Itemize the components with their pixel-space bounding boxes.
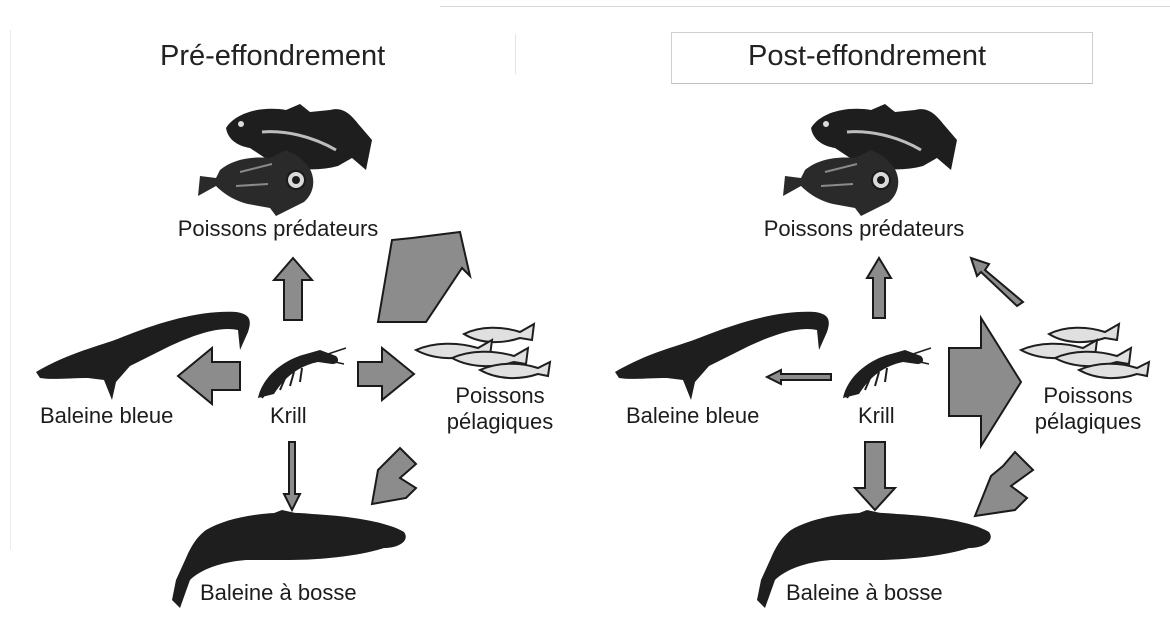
- panel-post-graphics: [585, 0, 1170, 629]
- label-humpback-whale-pre: Baleine à bosse: [200, 580, 357, 606]
- arrow-krill-to-pelagic-pre: [358, 348, 414, 400]
- label-pelagic-fish-pre-line1: Poissons: [455, 383, 544, 408]
- label-pelagic-fish-post: Poissons pélagiques: [1035, 383, 1141, 436]
- arrow-krill-to-bluewhale-pre: [178, 348, 240, 404]
- arrow-pelagic-to-predators-post: [971, 258, 1023, 306]
- arrow-krill-to-humpback-pre: [284, 442, 300, 510]
- label-krill-pre: Krill: [270, 403, 307, 429]
- arrows-pre: [178, 232, 470, 510]
- label-pelagic-fish-pre: Poissons pélagiques: [447, 383, 553, 436]
- arrow-krill-to-humpback-post: [855, 442, 895, 510]
- label-blue-whale-pre: Baleine bleue: [40, 403, 173, 429]
- arrow-pelagic-to-predators-pre: [378, 232, 470, 322]
- label-pelagic-fish-post-line2: pélagiques: [1035, 409, 1141, 434]
- label-pelagic-fish-post-line1: Poissons: [1043, 383, 1132, 408]
- arrow-pelagic-to-humpback-pre: [372, 448, 416, 504]
- rockfish-icon: [783, 150, 898, 216]
- krill-icon: [843, 348, 931, 398]
- label-humpback-whale-post: Baleine à bosse: [786, 580, 943, 606]
- arrows-post: [767, 258, 1033, 516]
- krill-icon: [258, 348, 346, 398]
- arrow-pelagic-to-humpback-post: [975, 452, 1033, 516]
- label-predatory-fish-pre: Poissons prédateurs: [178, 216, 379, 242]
- label-pelagic-fish-pre-line2: pélagiques: [447, 409, 553, 434]
- blue-whale-icon: [615, 312, 829, 400]
- arrow-krill-to-pelagic-post: [949, 318, 1021, 446]
- label-predatory-fish-post: Poissons prédateurs: [764, 216, 965, 242]
- label-blue-whale-post: Baleine bleue: [626, 403, 759, 429]
- sardine-school-icon: [416, 324, 550, 378]
- arrow-krill-to-predators-pre: [274, 258, 312, 320]
- panel-pre-graphics: [0, 0, 585, 629]
- sardine-school-icon: [1021, 324, 1149, 378]
- rockfish-icon: [198, 150, 313, 216]
- arrow-krill-to-bluewhale-post: [767, 370, 831, 384]
- arrow-krill-to-predators-post: [867, 258, 891, 318]
- label-krill-post: Krill: [858, 403, 895, 429]
